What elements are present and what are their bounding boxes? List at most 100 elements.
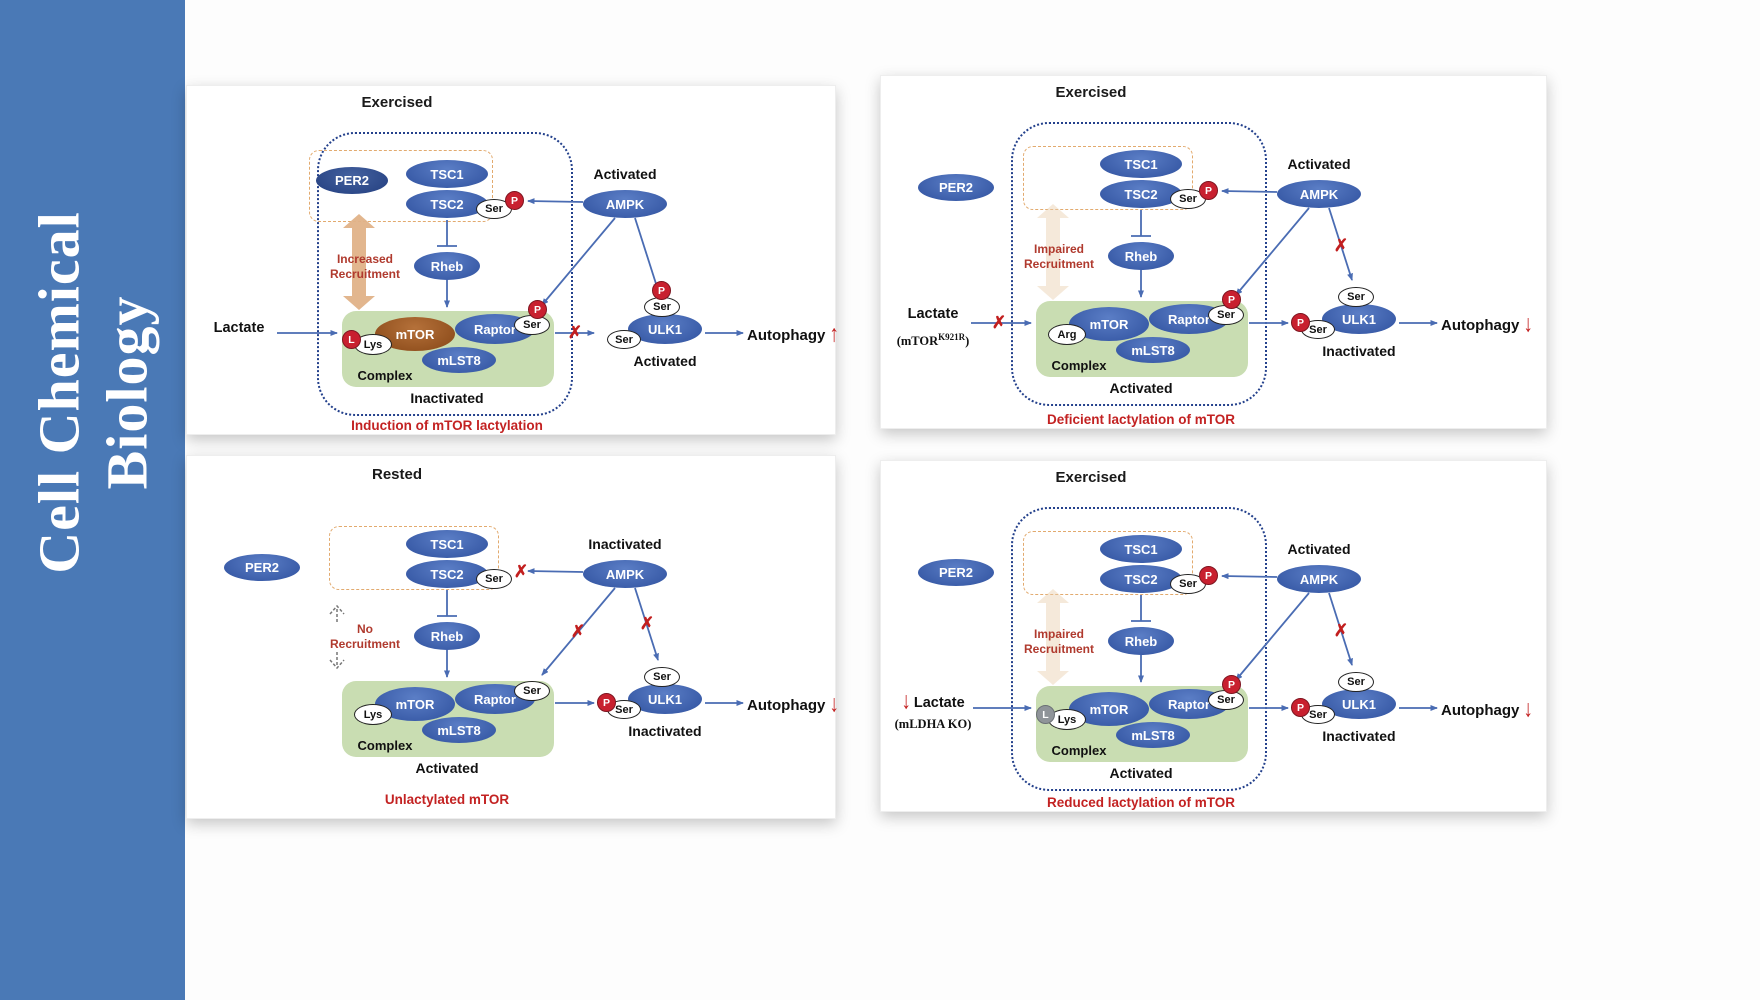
ampk-node: AMPK <box>1277 180 1361 208</box>
lactate-text: Lactate <box>907 306 959 322</box>
ampk-node: AMPK <box>583 560 667 588</box>
complex-state-label: Inactivated <box>410 390 484 406</box>
blocked-ampk-ulk1-x-icon: ✗ <box>639 614 655 633</box>
mtor-residue-badge: Lys <box>354 334 392 355</box>
lactate-down-icon: ↓ <box>901 688 911 715</box>
recruitment-label: Increased Recruitment <box>313 252 417 282</box>
ulk1-ser-top-badge: Ser <box>1338 672 1374 692</box>
recruitment-label: Impaired Recruitment <box>1007 242 1111 272</box>
autophagy-text: Autophagy <box>747 697 826 714</box>
autophagy-text: Autophagy <box>1441 702 1520 719</box>
autophagy-text: Autophagy <box>1441 317 1520 334</box>
ampk-node: AMPK <box>1277 565 1361 593</box>
complex-label: Complex <box>357 368 413 383</box>
note-sup: K921R <box>938 332 966 342</box>
raptor-ser-badge: Ser <box>1208 305 1244 325</box>
ulk1-state-label: Inactivated <box>628 723 702 739</box>
mlst8-node: mLST8 <box>422 717 496 743</box>
autophagy-down-icon: ↓ <box>1523 696 1533 723</box>
recruitment-line1: Increased <box>336 252 394 266</box>
autophagy-up-icon: ↑ <box>829 321 839 348</box>
knockout-note: (mLDHA KO) <box>894 717 972 731</box>
lactate-text: Lactate <box>913 695 965 711</box>
lactate-label: Lactate <box>881 306 985 322</box>
complex-state-label: Activated <box>415 760 479 776</box>
panel-rested-unlactylated: Rested PER2 TSC1 TSC2 Ser ✗ Inactivated … <box>186 455 839 819</box>
recruitment-line1: No <box>357 622 373 636</box>
autophagy-label: Autophagy↓ <box>1441 696 1533 723</box>
raptor-ser-badge: Ser <box>514 681 550 701</box>
rheb-node: Rheb <box>1108 627 1174 655</box>
ulk1-phospho-icon: P <box>652 281 671 300</box>
recruitment-line1: Impaired <box>1033 627 1084 641</box>
complex-state-label: Activated <box>1109 380 1173 396</box>
lactate-text: Lactate <box>213 320 265 336</box>
panel-title: Exercised <box>1055 469 1127 486</box>
tsc1-node: TSC1 <box>1100 150 1182 178</box>
recruitment-zone <box>1023 146 1193 210</box>
ulk1-phospho-icon: P <box>597 693 616 712</box>
no-recruitment-down-arrow <box>329 652 345 670</box>
raptor-phospho-icon: P <box>1222 675 1241 694</box>
per2-node: PER2 <box>316 167 388 194</box>
ulk1-state-label: Inactivated <box>1322 343 1396 359</box>
autophagy-text: Autophagy <box>747 327 826 344</box>
recruitment-label: Impaired Recruitment <box>1007 627 1111 657</box>
raptor-phospho-icon: P <box>528 300 547 319</box>
ulk1-ser-left-badge: Ser <box>607 330 641 349</box>
lactate-label: ↓Lactate <box>881 688 985 715</box>
per2-node: PER2 <box>918 174 994 201</box>
tsc2-phospho-icon: P <box>505 191 524 210</box>
ulk1-state-label: Activated <box>633 353 697 369</box>
tsc2-node: TSC2 <box>406 560 488 588</box>
panel-deficient-lactylation: Exercised PER2 TSC1 TSC2 Ser P Activated… <box>880 75 1547 429</box>
ulk1-ser-top-badge: Ser <box>1338 287 1374 307</box>
autophagy-down-icon: ↓ <box>829 691 839 718</box>
panel-caption: Unlactylated mTOR <box>384 792 510 807</box>
ulk1-ser-top-badge: Ser <box>644 297 680 317</box>
panel-title: Exercised <box>361 94 433 111</box>
panel-reduced-lactylation: Exercised PER2 TSC1 TSC2 Ser P Activated… <box>880 460 1547 812</box>
panel-caption: Reduced lactylation of mTOR <box>1046 795 1236 810</box>
ulk1-phospho-icon: P <box>1291 698 1310 717</box>
lactyl-icon: L <box>342 330 361 349</box>
rheb-node: Rheb <box>1108 242 1174 270</box>
blocked-ampk-complex-x-icon: ✗ <box>570 622 586 641</box>
complex-state-label: Activated <box>1109 765 1173 781</box>
ampk-node: AMPK <box>583 190 667 218</box>
mlst8-node: mLST8 <box>422 347 496 373</box>
complex-label: Complex <box>1051 743 1107 758</box>
recruitment-line2: Recruitment <box>329 637 400 651</box>
raptor-ser-badge: Ser <box>1208 690 1244 710</box>
no-recruitment-up-arrow <box>329 604 345 622</box>
lactate-label: Lactate <box>187 320 291 336</box>
tsc2-node: TSC2 <box>406 190 488 218</box>
ulk1-phospho-icon: P <box>1291 313 1310 332</box>
recruitment-zone <box>309 150 493 222</box>
panel-caption: Induction of mTOR lactylation <box>351 418 543 433</box>
complex-label: Complex <box>1051 358 1107 373</box>
panel-title: Rested <box>371 466 423 483</box>
blocked-ampk-tsc2-x-icon: ✗ <box>513 562 529 581</box>
raptor-phospho-icon: P <box>1222 290 1241 309</box>
raptor-ser-badge: Ser <box>514 315 550 335</box>
mtor-residue-badge: Lys <box>354 704 392 725</box>
recruitment-line2: Recruitment <box>329 267 400 281</box>
recruitment-zone <box>1023 531 1193 595</box>
note-post: ) <box>965 334 970 349</box>
panel-title: Exercised <box>1055 84 1127 101</box>
ampk-state-label: Activated <box>1287 156 1351 172</box>
recruitment-line2: Recruitment <box>1023 257 1094 271</box>
blocked-ampk-ulk1-x-icon: ✗ <box>1333 236 1349 255</box>
panel-exercised-lactylation: Exercised PER2 TSC1 TSC2 Ser P Activated… <box>186 85 839 435</box>
ampk-state-label: Activated <box>1287 541 1351 557</box>
tsc2-ser-badge: Ser <box>1170 189 1206 209</box>
mutant-note: (mTORK921R) <box>881 332 985 349</box>
tsc2-ser-badge: Ser <box>1170 574 1206 594</box>
ulk1-ser-top-badge: Ser <box>644 667 680 687</box>
journal-title-line1: Cell Chemical <box>26 211 92 574</box>
rheb-node: Rheb <box>414 622 480 650</box>
recruitment-line1: Impaired <box>1033 242 1084 256</box>
mtor-residue-badge: Lys <box>1048 709 1086 730</box>
autophagy-down-icon: ↓ <box>1523 311 1533 338</box>
